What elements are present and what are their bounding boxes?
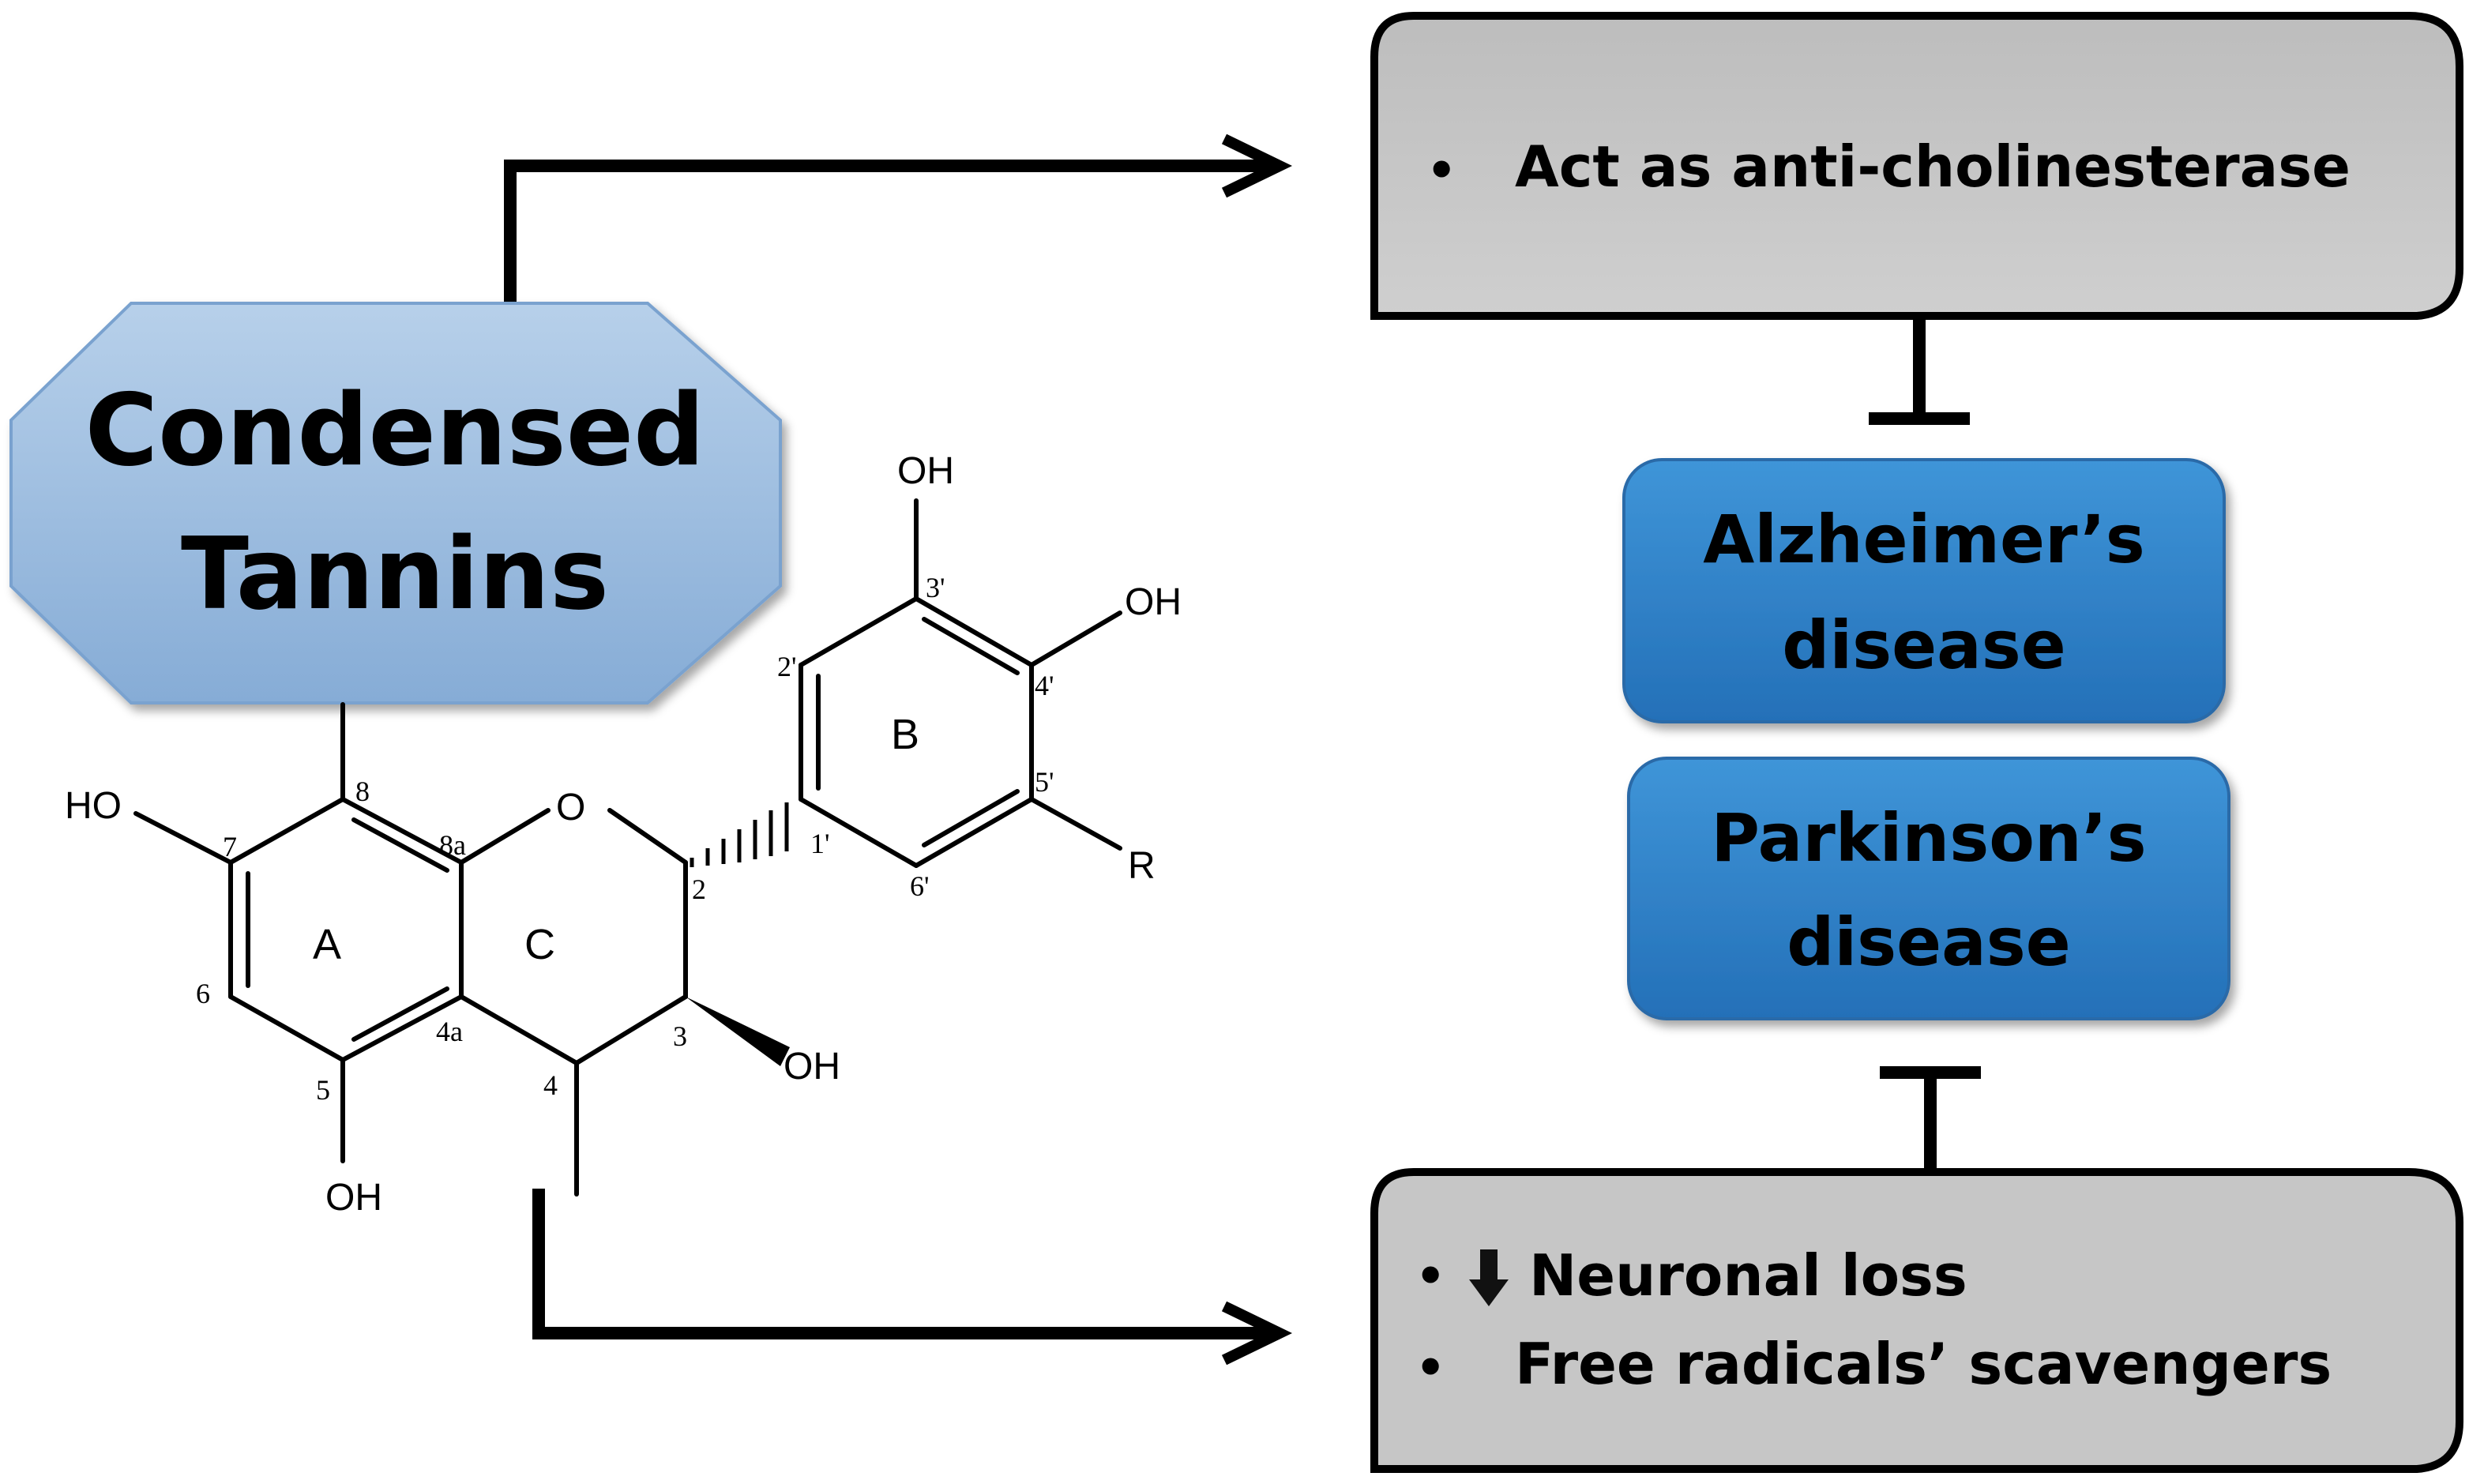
pos-6: 6 (196, 978, 210, 1009)
title-octagon (9, 302, 782, 704)
pos-2: 2 (692, 873, 706, 905)
down-arrow-icon (1469, 1249, 1509, 1306)
label-ho-left: HO (65, 785, 122, 827)
label-r: R (1128, 845, 1156, 887)
pos-5: 5 (316, 1074, 330, 1106)
connector-bottom-arrow (532, 1189, 1293, 1366)
top-box-bullet: • (1426, 143, 1456, 198)
inhibition-bar-top (1869, 316, 1970, 425)
alzheimers-line1: Alzheimer’s (1703, 501, 2145, 578)
bottom-box-text-2: Free radicals’ scavengers (1515, 1331, 2332, 1397)
pos-2p: 2' (777, 651, 797, 682)
alzheimers-line2: disease (1782, 607, 2066, 684)
pos-1p: 1' (810, 828, 830, 859)
pos-8a: 8a (439, 829, 466, 861)
bottom-effect-box: • Neuronal loss • Free radicals’ scaveng… (1370, 1168, 2463, 1473)
hashed-wedge-bond (690, 802, 789, 867)
pos-3p: 3' (926, 572, 945, 603)
ring-label-a: A (313, 921, 341, 968)
parkinsons-line1: Parkinson’s (1711, 799, 2146, 877)
connector-top-arrow (504, 133, 1293, 304)
disease-box-parkinsons (1627, 757, 2230, 1020)
molecule-structure (133, 498, 1122, 1197)
pos-8: 8 (355, 776, 370, 807)
pos-3: 3 (673, 1020, 687, 1052)
bottom-box-text-1: Neuronal loss (1529, 1242, 1967, 1309)
label-oh-bottom: OH (325, 1177, 382, 1219)
ring-label-b: B (891, 711, 919, 758)
solid-wedge-bond (686, 997, 790, 1066)
disease-box-alzheimers (1622, 458, 2226, 723)
bottom-box-bullet-1: • (1415, 1249, 1445, 1304)
title-line2: Tannins (181, 516, 609, 632)
pos-7: 7 (223, 831, 237, 862)
ring-label-c: C (524, 921, 555, 968)
pos-6p: 6' (910, 870, 930, 902)
label-oh-top: OH (897, 450, 954, 492)
label-ring-oxygen: O (556, 787, 585, 828)
pos-4p: 4' (1035, 670, 1054, 701)
top-box-text: Act as anti-cholinesterase (1515, 133, 2351, 200)
pos-4: 4 (543, 1069, 558, 1101)
parkinsons-line2: disease (1787, 904, 2071, 981)
bottom-box-bullet-2: • (1415, 1340, 1445, 1396)
inhibition-bar-bottom (1880, 1066, 1981, 1177)
label-oh-right: OH (1125, 581, 1182, 623)
title-line1: Condensed (85, 372, 705, 488)
pos-5p: 5' (1035, 766, 1054, 798)
pos-4a: 4a (436, 1016, 463, 1047)
label-oh-c3: OH (784, 1046, 840, 1088)
top-effect-box: • Act as anti-cholinesterase (1370, 12, 2463, 320)
